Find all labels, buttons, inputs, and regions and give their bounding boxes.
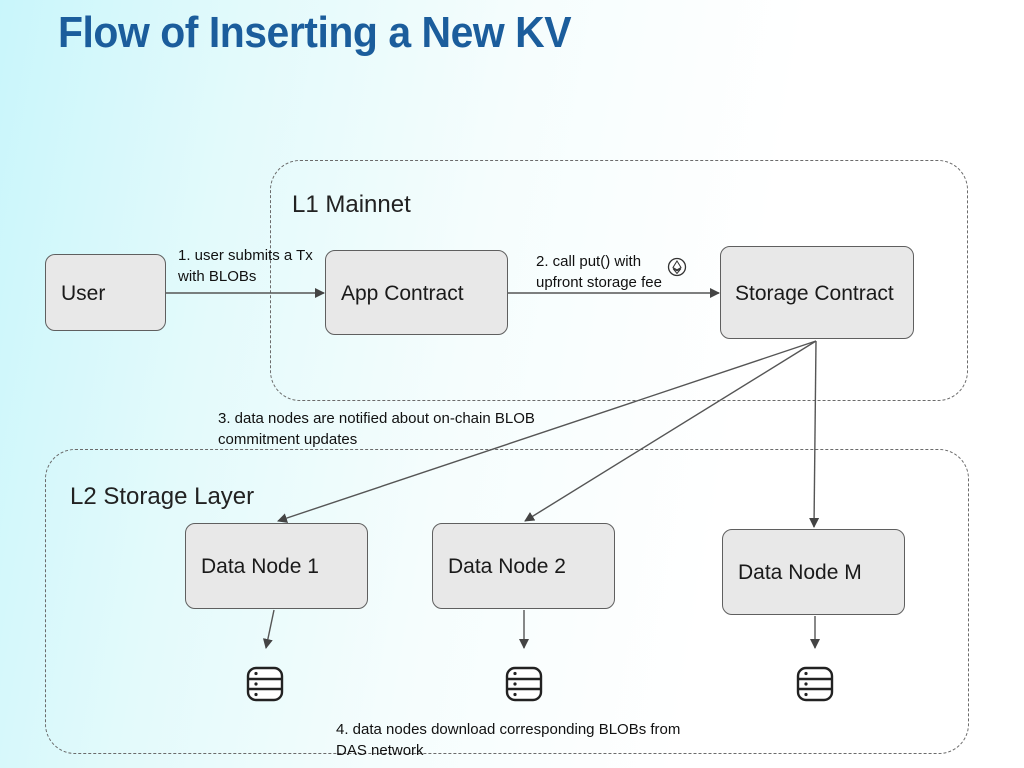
database-icon [796,666,834,702]
step-2-line-2: upfront storage fee [536,274,662,291]
storage-contract-node-label: Storage Contract [735,282,894,305]
user-node[interactable]: User [45,254,166,331]
data-node-1-label: Data Node 1 [201,555,319,578]
l2-storage-layer-region [45,449,969,754]
l1-mainnet-region [270,160,968,401]
step-3-line-1: 3. data nodes are notified about on-chai… [218,410,535,427]
step-2-line-1: 2. call put() with [536,253,642,270]
step-2-note: 2. call put() with upfront storage fee [536,251,662,293]
step-4-note: 4. data nodes download corresponding BLO… [336,719,680,761]
app-contract-node[interactable]: App Contract [325,250,508,335]
step-3-line-2: commitment updates [218,431,358,448]
storage-contract-node[interactable]: Storage Contract [720,246,914,339]
data-node-2-label: Data Node 2 [448,555,566,578]
step-1-note: 1. user submits a Tx with BLOBs [178,245,313,287]
data-node-m-label: Data Node M [738,561,862,584]
data-node-2[interactable]: Data Node 2 [432,523,615,609]
app-contract-node-label: App Contract [341,282,464,305]
l1-mainnet-label: L1 Mainnet [292,191,411,218]
arrow-storage-to-data-node-m [809,340,820,528]
arrow-storage-to-data-node-2 [524,340,817,522]
ethereum-icon [667,257,687,277]
data-node-m[interactable]: Data Node M [722,529,905,615]
page-title: Flow of Inserting a New KV [58,8,572,57]
database-icon [505,666,543,702]
step-4-line-2: DAS network [336,742,424,759]
arrow-storage-to-data-node-1 [277,340,817,523]
step-3-note: 3. data nodes are notified about on-chai… [218,408,535,450]
l2-storage-layer-label: L2 Storage Layer [70,483,255,510]
step-1-line-1: 1. user submits a Tx [178,247,313,264]
step-4-line-1: 4. data nodes download corresponding BLO… [336,721,681,738]
database-icon [246,666,284,702]
arrow-data-node-1-to-db [262,609,275,649]
data-node-1[interactable]: Data Node 1 [185,523,368,609]
step-1-line-2: with BLOBs [178,268,257,285]
user-node-label: User [61,282,106,305]
